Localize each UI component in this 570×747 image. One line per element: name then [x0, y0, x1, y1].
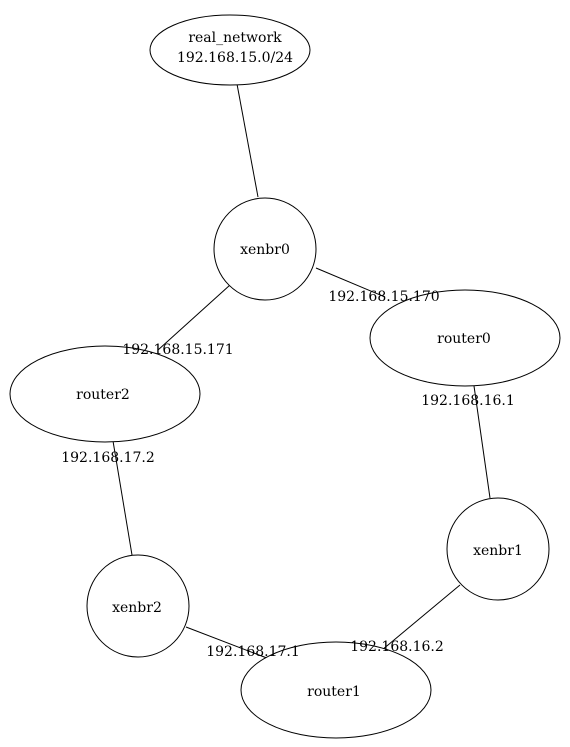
edge-label-router2-xenbr2: 192.168.17.2: [61, 450, 155, 466]
edge-label-router0-xenbr1: 192.168.16.1: [421, 393, 515, 409]
node-xenbr2[interactable]: xenbr2: [86, 554, 190, 658]
edge-label-xenbr2-router1: 192.168.17.1: [206, 644, 300, 660]
node-router1[interactable]: router1: [240, 641, 432, 739]
node-xenbr1-name: xenbr1: [473, 543, 523, 559]
node-router2-name: router2: [76, 387, 130, 403]
node-xenbr0[interactable]: xenbr0: [213, 197, 317, 301]
edge-router0-xenbr1: [473, 385, 491, 499]
edge-xenbr1-router1: [381, 584, 461, 651]
edges: [112, 83, 491, 661]
node-real-network[interactable]: real_network 192.168.15.0/24: [149, 14, 311, 86]
edge-xenbr0-router2: [157, 284, 231, 351]
edge-label-xenbr0-router0: 192.168.15.170: [328, 289, 439, 305]
node-xenbr2-name: xenbr2: [112, 600, 162, 616]
edge-label-xenbr0-router2: 192.168.15.171: [122, 342, 233, 358]
node-router0[interactable]: router0: [369, 289, 561, 387]
edge-labels: 192.168.15.170 192.168.15.171 192.168.16…: [61, 289, 515, 660]
edge-xenbr2-router1: [185, 626, 273, 661]
node-real-network-subnet: 192.168.15.0/24: [177, 50, 293, 66]
node-real-network-name: real_network: [188, 30, 282, 46]
node-xenbr1[interactable]: xenbr1: [446, 497, 550, 601]
edge-real-network-xenbr0: [236, 83, 259, 198]
node-router0-name: router0: [437, 331, 491, 347]
edge-xenbr0-router0: [315, 267, 386, 298]
edge-label-xenbr1-router1: 192.168.16.2: [350, 639, 444, 655]
node-xenbr0-name: xenbr0: [240, 242, 290, 258]
edge-router2-xenbr2: [112, 440, 133, 556]
node-router2[interactable]: router2: [9, 345, 201, 443]
node-router1-name: router1: [307, 684, 361, 700]
